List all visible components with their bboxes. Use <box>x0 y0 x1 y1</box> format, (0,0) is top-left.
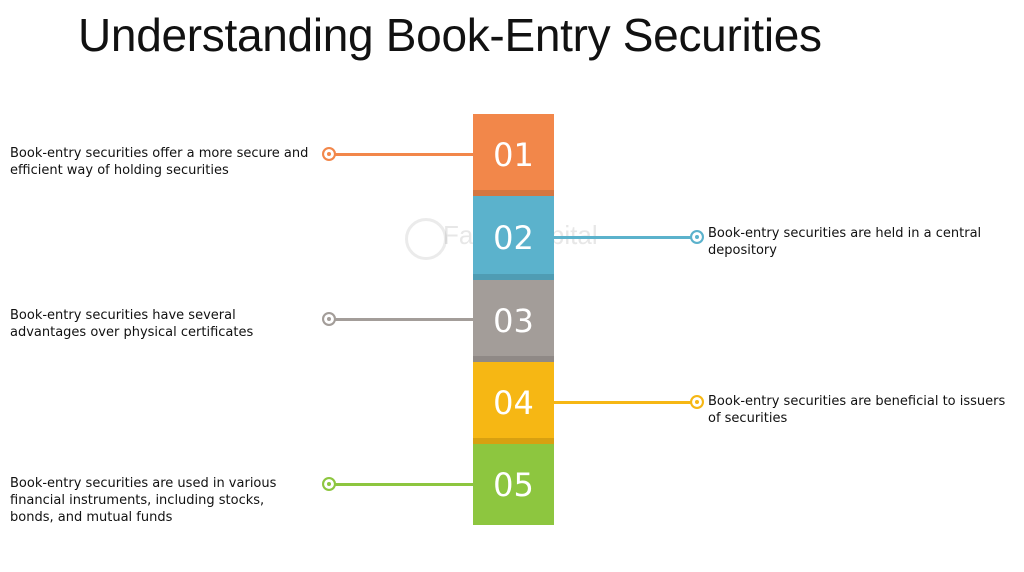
step-4-label: Book-entry securities are beneficial to … <box>708 394 1006 426</box>
step-1-block-shade <box>473 190 554 196</box>
step-2-connector <box>554 236 697 239</box>
step-4-block: 04 <box>473 362 554 444</box>
step-5-dot <box>322 477 336 491</box>
step-3-number: 03 <box>493 302 534 340</box>
step-2-label: Book-entry securities are held in a cent… <box>708 226 982 258</box>
step-2-block: 02 <box>473 196 554 280</box>
step-2-number: 02 <box>493 219 534 257</box>
step-1-connector <box>330 153 473 156</box>
step-1-block: 01 <box>473 114 554 196</box>
step-1-dot <box>322 147 336 161</box>
step-4-number: 04 <box>493 384 534 422</box>
step-4-dot <box>690 395 704 409</box>
page-title: Understanding Book-Entry Securities <box>78 9 822 61</box>
watermark-gear-icon <box>405 218 447 260</box>
step-5-block: 05 <box>473 444 554 525</box>
step-3-block-shade <box>473 356 554 362</box>
step-1-label: Book-entry securities offer a more secur… <box>10 146 309 178</box>
step-2-block-shade <box>473 274 554 280</box>
step-3-label: Book-entry securities have several advan… <box>10 308 254 340</box>
step-5-label: Book-entry securities are used in variou… <box>10 476 277 525</box>
step-3-connector <box>330 318 473 321</box>
step-3-dot <box>322 312 336 326</box>
step-4-connector <box>554 401 697 404</box>
step-3-block: 03 <box>473 280 554 362</box>
step-5-number: 05 <box>493 465 534 504</box>
step-5-connector <box>330 483 473 486</box>
step-1-number: 01 <box>493 136 534 174</box>
step-2-dot <box>690 230 704 244</box>
step-4-block-shade <box>473 438 554 444</box>
